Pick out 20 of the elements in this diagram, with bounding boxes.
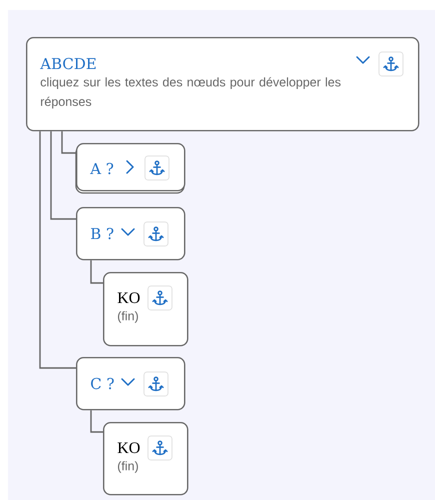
node-title: B ?: [91, 228, 114, 240]
node-description: (fin): [118, 311, 138, 323]
connector-line: [39, 131, 76, 369]
connector-line: [90, 260, 103, 284]
tree-node: [76, 357, 186, 410]
tree-node: [76, 207, 186, 260]
node-title: C ?: [91, 378, 114, 390]
node-description: (fin): [118, 461, 138, 473]
connector-line: [50, 131, 76, 220]
tree-node: [26, 37, 420, 132]
node-title: A ?: [90, 162, 114, 174]
tree-node: [103, 422, 188, 496]
node-title: KO: [118, 442, 140, 454]
tree-node: [103, 272, 188, 346]
node-title: ABCDE: [40, 58, 96, 70]
connector-line: [90, 410, 103, 433]
tree-node: [75, 143, 186, 194]
node-description: cliquez sur les textes des nœuds pour développer les réponses: [40, 77, 341, 108]
node-title: KO: [118, 292, 140, 304]
connector-line: [61, 131, 76, 154]
